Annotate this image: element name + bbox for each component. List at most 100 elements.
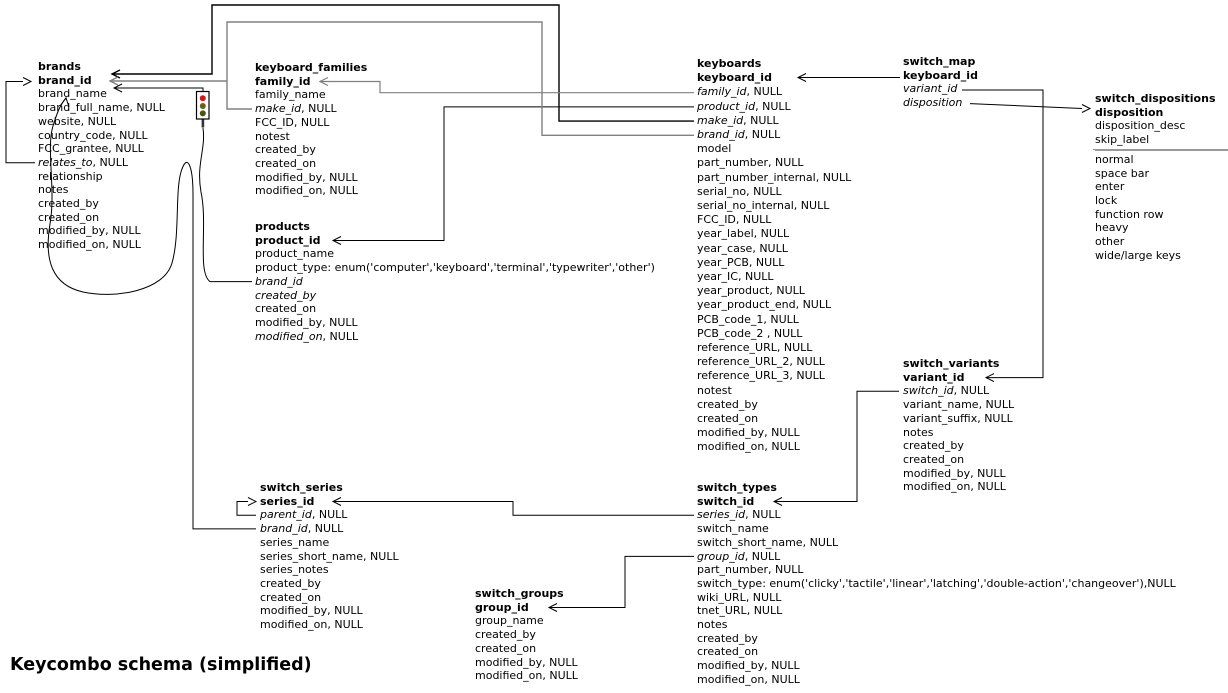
- null-suffix: , NULL: [322, 329, 359, 343]
- null-suffix: , NULL: [953, 384, 990, 398]
- field-row: part_number_internal, NULL: [697, 171, 851, 185]
- field-name: modified_on: [255, 329, 323, 343]
- field-row: created_on: [260, 591, 399, 605]
- field-name: modified_on: [255, 184, 323, 198]
- field-row: created_by: [697, 632, 1176, 646]
- field-row: notes: [697, 618, 1176, 632]
- field-name: group_id: [697, 549, 745, 563]
- field-name: modified_on: [903, 480, 971, 494]
- field-row: created_by: [260, 577, 399, 591]
- field-row: FCC_ID, NULL: [255, 116, 367, 130]
- field-row: make_id, NULL: [255, 102, 367, 116]
- field-name: modified_by: [903, 466, 971, 480]
- null-suffix: , NULL: [105, 238, 141, 252]
- field-name: make_id: [697, 113, 744, 127]
- field-row: part_number, NULL: [697, 156, 851, 170]
- field-name: created_on: [255, 156, 317, 170]
- field-name: year_IC: [697, 270, 738, 284]
- field-row: modified_by, NULL: [697, 426, 851, 440]
- null-suffix: , NULL: [129, 101, 165, 115]
- field-name: website: [38, 114, 81, 128]
- field-name: variant_name: [903, 398, 979, 412]
- field-name: notes: [38, 183, 69, 197]
- field-name: keyboard_id: [903, 68, 978, 82]
- table-title: switch_types: [697, 481, 777, 494]
- field-name: disposition: [903, 96, 963, 110]
- field-name: country_code: [38, 128, 113, 142]
- field-name: part_number: [697, 156, 768, 170]
- field-row: reference_URL, NULL: [697, 341, 851, 355]
- field-name: PCB_code_1: [697, 312, 764, 326]
- null-suffix: , NULL: [744, 549, 781, 563]
- field-name: notest: [697, 383, 732, 397]
- field-row: reference_URL_3, NULL: [697, 369, 851, 383]
- null-suffix: , NULL: [789, 355, 825, 369]
- field-row: switch_type: enum('clicky','tactile','li…: [697, 577, 1176, 591]
- field-row: tnet_URL, NULL: [697, 604, 1176, 618]
- field-row: year_IC, NULL: [697, 270, 851, 284]
- null-suffix: , NULL: [764, 440, 800, 454]
- null-suffix: , NULL: [92, 155, 128, 169]
- connector-keyboards-make-id: [112, 4, 694, 122]
- null-suffix: , NULL: [768, 563, 804, 577]
- field-name: modified_on: [38, 238, 106, 252]
- field-name: FCC_ID: [255, 115, 294, 129]
- field-row: wiki_URL, NULL: [697, 591, 1176, 605]
- field-row: switch_name: [697, 522, 1176, 536]
- field-name: brand_id: [255, 274, 303, 288]
- field-name: family_id: [697, 85, 747, 99]
- field-name: switch_name: [697, 522, 769, 536]
- field-name: created_by: [255, 143, 316, 157]
- field-row: variant_id: [903, 82, 978, 96]
- field-row: reference_URL_2, NULL: [697, 355, 851, 369]
- null-suffix: , NULL: [105, 224, 141, 238]
- field-name: modified_by: [255, 170, 323, 184]
- field-row: FCC_ID, NULL: [697, 213, 851, 227]
- field-name: created_on: [903, 452, 965, 466]
- field-name: brand_id: [38, 73, 92, 87]
- arrow-right-brand-id: [22, 77, 33, 86]
- field-row: part_number, NULL: [697, 563, 1176, 577]
- field-row: relationship: [38, 170, 165, 184]
- values-separator: [1095, 149, 1228, 151]
- field-name: series_notes: [260, 563, 329, 577]
- field-row: product_id: [255, 234, 655, 248]
- field-row: notes: [903, 426, 1014, 440]
- field-name: brand_id: [697, 128, 745, 142]
- field-name: modified_by: [475, 655, 543, 669]
- field-name: series_name: [260, 535, 330, 549]
- field-row: created_on: [255, 302, 655, 316]
- null-suffix: , NULL: [735, 213, 772, 227]
- field-row: created_on: [255, 157, 367, 171]
- field-row: modified_by, NULL: [255, 171, 367, 185]
- field-name: part_number_internal: [697, 170, 816, 184]
- field-name: brand_full_name: [38, 101, 130, 115]
- field-row: group_id, NULL: [697, 550, 1176, 564]
- field-name: created_by: [260, 576, 321, 590]
- table-title: keyboard_families: [255, 61, 368, 74]
- field-name: serial_no_internal: [697, 199, 794, 213]
- connector-switch-map-variant-id: [962, 89, 1044, 379]
- field-row: relates_to, NULL: [38, 156, 165, 170]
- field-name: modified_by: [38, 224, 106, 238]
- field-name: year_case: [697, 241, 753, 255]
- field-name: year_PCB: [697, 255, 749, 269]
- field-row: created_by: [255, 289, 655, 303]
- disposition-value: enter: [1095, 180, 1125, 194]
- field-name: product_id: [255, 233, 321, 247]
- field-name: modified_on: [475, 669, 543, 683]
- table-title: keyboards: [697, 57, 762, 70]
- field-name: series_id: [260, 494, 315, 508]
- field-name: group_id: [475, 600, 529, 614]
- null-suffix: , NULL: [970, 466, 1006, 480]
- field-row: country_code, NULL: [38, 129, 165, 143]
- field-row: notest: [697, 384, 851, 398]
- null-suffix: , NULL: [307, 522, 344, 536]
- null-suffix: , NULL: [322, 184, 358, 198]
- null-suffix: , NULL: [744, 128, 781, 142]
- field-row: disposition: [1095, 106, 1228, 120]
- field-row: modified_by, NULL: [38, 224, 165, 238]
